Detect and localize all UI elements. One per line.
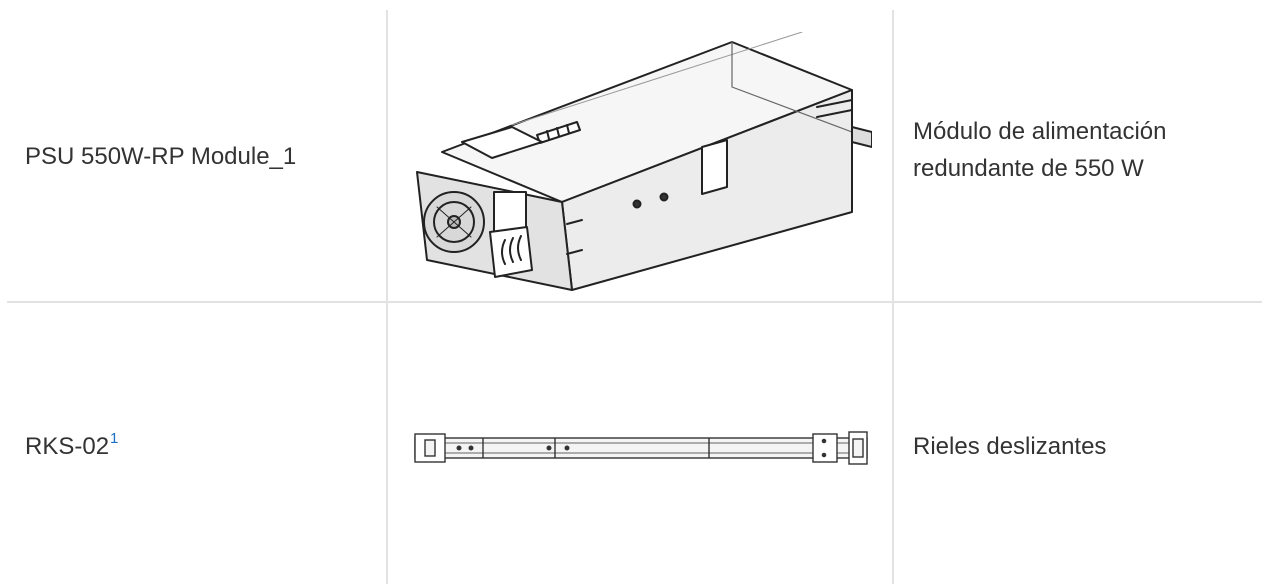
description: Módulo de alimentación redundante de 550… bbox=[913, 113, 1167, 187]
description-line: redundante de 550 W bbox=[913, 155, 1144, 183]
model-name-text: RKS-02 bbox=[25, 433, 110, 460]
power-supply-module-illustration bbox=[416, 32, 872, 291]
column-divider bbox=[892, 10, 894, 584]
model-name: RKS-021 bbox=[25, 428, 118, 465]
row-divider bbox=[7, 301, 1262, 303]
sliding-rail-illustration bbox=[414, 431, 868, 465]
accessory-table: PSU 550W-RP Module_1 bbox=[7, 10, 1262, 584]
footnote-link[interactable]: 1 bbox=[110, 430, 119, 447]
description-line: Módulo de alimentación bbox=[913, 118, 1167, 145]
column-divider bbox=[386, 10, 388, 584]
description: Rieles deslizantes bbox=[913, 433, 1107, 460]
model-name: PSU 550W-RP Module_1 bbox=[25, 143, 297, 170]
